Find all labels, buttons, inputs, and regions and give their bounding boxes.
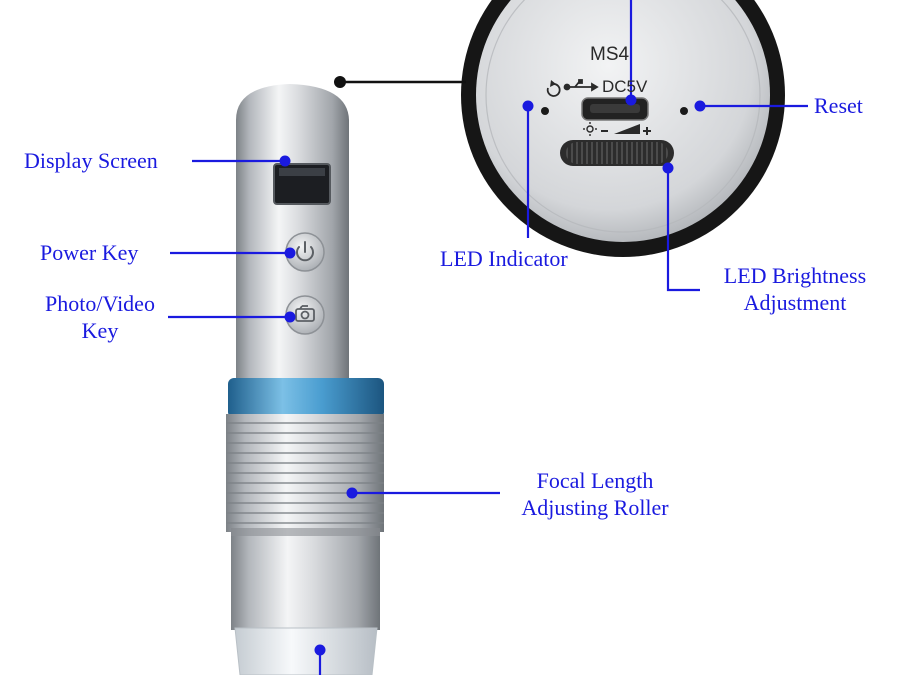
reset-pinhole[interactable] <box>680 107 688 115</box>
port-voltage-label: DC5V <box>602 77 648 96</box>
lower-tube-seam <box>231 528 380 536</box>
panel-connector-dot <box>334 76 346 88</box>
dot-led-brightness <box>662 162 674 174</box>
led-indicator-hole <box>541 107 549 115</box>
dot-reset <box>694 100 706 112</box>
label-display-screen-text: Display Screen <box>24 148 158 173</box>
label-photo-video-key-line1: Photo/Video <box>45 291 155 316</box>
model-label: MS4 <box>590 44 630 65</box>
micro-usb-port-inner <box>590 104 640 113</box>
label-focal-length-line1: Focal Length <box>536 468 654 493</box>
dot-top <box>625 94 637 106</box>
clear-lens-cap <box>234 627 378 675</box>
leader-lines <box>168 0 808 675</box>
label-photo-video-key-line2: Key <box>81 318 119 343</box>
usb-icon <box>563 79 599 92</box>
led-brightness-wheel-ridges <box>566 142 668 164</box>
leader-led-brightness <box>666 168 700 292</box>
leader-dots <box>279 94 706 656</box>
end-cap-panel <box>461 0 785 257</box>
brightness-ramp <box>614 124 640 134</box>
label-reset: Reset <box>814 92 863 119</box>
lower-tube <box>231 528 380 630</box>
end-cap-inner-ring <box>485 0 761 233</box>
dot-led-indicator <box>522 100 534 112</box>
dot-lens <box>314 644 326 656</box>
brightness-plus <box>643 127 651 135</box>
display-screen-glare <box>279 168 325 176</box>
label-focal-length-line2: Adjusting Roller <box>521 495 669 520</box>
label-focal-length: Focal Length Adjusting Roller <box>502 467 688 521</box>
refresh-icon <box>546 83 561 97</box>
dot-focal-length <box>346 487 358 499</box>
label-led-indicator-text: LED Indicator <box>440 246 568 271</box>
blue-ring <box>228 378 384 418</box>
label-reset-text: Reset <box>814 93 863 118</box>
refresh-icon-arrow <box>550 80 556 87</box>
end-cap-face <box>476 0 770 242</box>
label-led-brightness-line2: Adjustment <box>743 290 847 315</box>
label-display-screen: Display Screen <box>24 147 158 174</box>
knurled-roller-texture <box>226 414 384 532</box>
power-icon <box>296 241 314 262</box>
dot-photo-video-key <box>284 311 296 323</box>
camera-icon <box>295 305 315 322</box>
label-led-indicator: LED Indicator <box>440 245 568 272</box>
sun-icon <box>583 122 597 136</box>
label-power-key: Power Key <box>40 239 138 266</box>
label-led-brightness: LED Brightness Adjustment <box>704 262 886 316</box>
label-led-brightness-line1: LED Brightness <box>723 263 867 288</box>
microscope-body <box>226 84 384 675</box>
dot-power-key <box>284 247 296 259</box>
label-photo-video-key: Photo/Video Key <box>33 290 167 344</box>
dot-display-screen <box>279 155 291 167</box>
label-power-key-text: Power Key <box>40 240 139 265</box>
